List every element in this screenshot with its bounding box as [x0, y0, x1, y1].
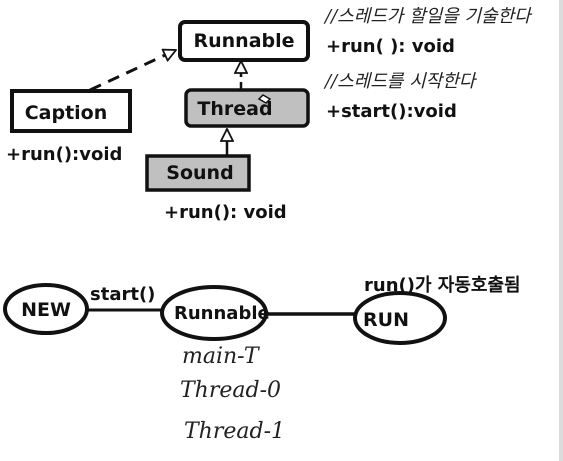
runnable-state-label: Runnable — [174, 303, 270, 324]
state-diagram: NEW start() Runnable RUN run()가 자동호출됨 ma… — [3, 275, 521, 444]
run-state: RUN — [353, 291, 447, 345]
sound-class-name: Sound — [166, 162, 233, 184]
thread-class-box — [184, 88, 310, 128]
new-state-ellipse — [3, 283, 89, 335]
sound-method: +run(): void — [164, 202, 287, 223]
caption-realization-line — [89, 48, 176, 92]
thread-method: +start():void — [326, 101, 457, 122]
thread-name-item: Thread-1 — [184, 419, 285, 444]
auto-call-label: run()가 자동호출됨 — [364, 275, 521, 296]
start-transition-label: start() — [90, 284, 155, 305]
thread-class: Thread — [184, 88, 310, 128]
runnable-state: Runnable — [160, 285, 270, 341]
run-state-label: RUN — [363, 309, 409, 331]
runnable-class: Runnable — [178, 20, 310, 62]
new-state-label: NEW — [21, 299, 71, 321]
window-edge — [559, 0, 563, 461]
sound-class-box — [145, 154, 251, 192]
thread-name-item: Thread-0 — [180, 378, 281, 403]
caption-class: Caption — [10, 89, 132, 133]
cursor-icon — [257, 94, 272, 104]
run-state-ellipse — [353, 291, 447, 345]
caption-class-box — [10, 89, 132, 133]
caption-class-name: Caption — [25, 102, 108, 124]
runnable-class-name: Runnable — [193, 30, 294, 52]
thread-name-item: main-T — [182, 344, 261, 369]
thread-note: //스레드를 시작한다 — [323, 71, 478, 92]
runnable-method: +run( ): void — [326, 36, 455, 57]
runnable-note: //스레드가 할일을 기술한다 — [323, 6, 533, 27]
class-diagram: Runnable +run( ): void //스레드가 할일을 기술한다 T… — [6, 6, 533, 223]
sound-class: Sound — [145, 154, 251, 192]
runnable-class-box — [178, 20, 310, 62]
runnable-state-ellipse — [160, 285, 268, 341]
thread-class-name: Thread — [197, 98, 272, 120]
caption-method: +run():void — [6, 144, 122, 165]
new-state: NEW — [3, 283, 89, 335]
